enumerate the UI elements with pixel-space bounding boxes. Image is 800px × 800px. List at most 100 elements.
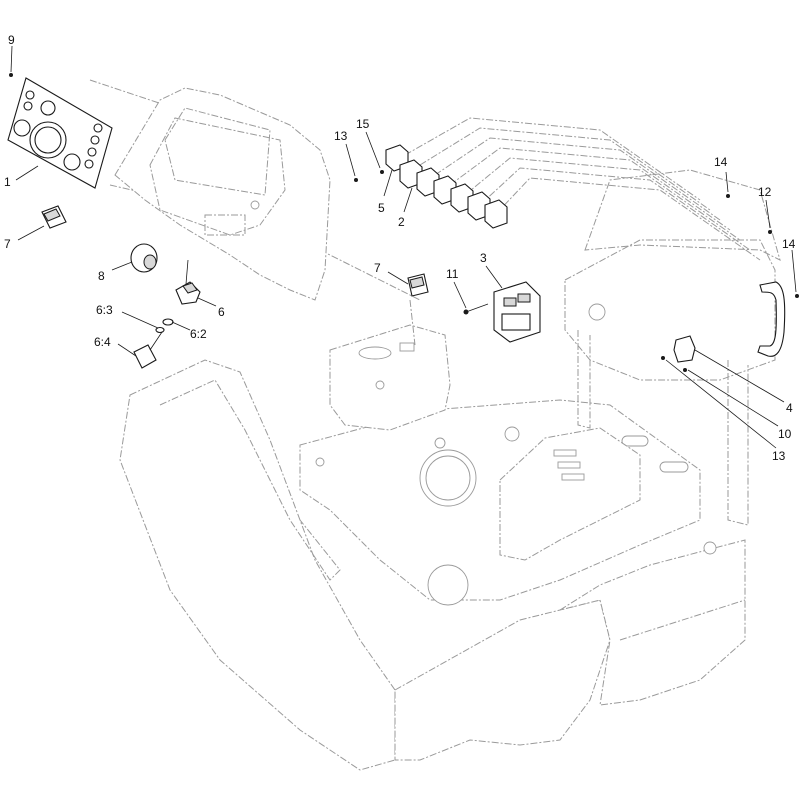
callout-10: 10 bbox=[778, 427, 792, 441]
deck-large-hole-inner bbox=[425, 455, 471, 501]
washer-6-2 bbox=[162, 318, 174, 326]
dash-mount-tab bbox=[204, 214, 246, 236]
controller-connector-b bbox=[517, 293, 531, 303]
lamp-6 bbox=[84, 159, 94, 169]
knob-cap bbox=[143, 254, 157, 270]
callout-11: 11 bbox=[446, 267, 459, 281]
left-upright bbox=[577, 330, 591, 429]
screw-13-right bbox=[661, 356, 665, 360]
callout-8: 8 bbox=[98, 269, 105, 283]
ignition-key bbox=[133, 331, 163, 369]
dash-shroud bbox=[114, 87, 331, 301]
callout-13-right: 13 bbox=[772, 449, 786, 463]
bracket-slot-a bbox=[553, 449, 577, 457]
callout-2: 2 bbox=[398, 215, 405, 229]
deck-slot-a bbox=[659, 461, 689, 473]
key-switch-stem bbox=[185, 259, 189, 285]
callout-14-right: 14 bbox=[782, 237, 796, 251]
center-pedestal bbox=[329, 324, 451, 431]
key-switch-top bbox=[182, 282, 198, 294]
grab-handle bbox=[757, 281, 786, 357]
leader-63 bbox=[121, 311, 159, 329]
rocker-switch-left bbox=[41, 205, 67, 229]
callout-15: 15 bbox=[356, 117, 370, 131]
bracket-slot-c bbox=[561, 473, 585, 481]
callout-6-4: 6:4 bbox=[94, 335, 111, 349]
callout-1: 1 bbox=[4, 175, 11, 189]
upper-rear-tray bbox=[584, 169, 781, 261]
gauge-large-inner bbox=[34, 126, 62, 154]
callout-7-center: 7 bbox=[374, 261, 381, 275]
harness-2 bbox=[419, 127, 711, 211]
callout-12: 12 bbox=[758, 185, 772, 199]
leader-7a bbox=[17, 225, 45, 241]
lamp-5 bbox=[87, 147, 97, 157]
leader-10 bbox=[687, 369, 779, 427]
harness-center bbox=[319, 249, 421, 346]
callout-6-3: 6:3 bbox=[96, 303, 113, 317]
leader-7b bbox=[387, 271, 409, 285]
gauge-top bbox=[40, 100, 56, 116]
frame-ghost bbox=[119, 169, 786, 771]
callout-13-top: 13 bbox=[334, 129, 348, 143]
leader-lines bbox=[10, 45, 797, 449]
controller-connector-a bbox=[503, 297, 517, 307]
relay-7 bbox=[484, 199, 508, 229]
relay-right-body bbox=[673, 335, 696, 363]
relay-bank bbox=[385, 144, 508, 229]
leader-13a bbox=[345, 143, 356, 177]
nut-10 bbox=[683, 368, 687, 372]
dash-housing bbox=[114, 87, 331, 301]
rocker-switch-center bbox=[407, 273, 429, 297]
leader-14a bbox=[725, 171, 729, 193]
callout-5: 5 bbox=[378, 201, 385, 215]
deck-hole-b bbox=[504, 426, 520, 442]
controller-label bbox=[501, 313, 531, 331]
ignition-key-head bbox=[133, 344, 157, 369]
screw-13-top bbox=[354, 178, 358, 182]
right-lower-lip bbox=[619, 599, 746, 641]
wiring-ghost bbox=[89, 79, 761, 346]
dash-hole bbox=[250, 200, 260, 210]
lamp-4 bbox=[90, 135, 100, 145]
screw-9 bbox=[9, 73, 13, 77]
leader-6 bbox=[197, 297, 217, 307]
instrument-panel bbox=[7, 77, 113, 189]
callout-labels: 9 1 7 8 6 6:3 6:2 6:4 13 15 5 2 7 11 3 1… bbox=[4, 33, 796, 463]
leader-62 bbox=[171, 321, 191, 331]
callout-9: 9 bbox=[8, 33, 15, 47]
leader-2 bbox=[403, 187, 413, 213]
deck-lower-hole bbox=[427, 564, 469, 606]
deck-hole-d bbox=[315, 457, 325, 467]
pedestal-bolt bbox=[375, 380, 385, 390]
screw-11-head bbox=[463, 309, 469, 315]
right-lower-panel bbox=[559, 539, 746, 706]
leader-9 bbox=[10, 45, 13, 73]
relay-right bbox=[673, 335, 696, 363]
harness-5 bbox=[464, 157, 741, 241]
rocker-switch-left-top bbox=[43, 208, 61, 222]
dash-screen bbox=[164, 107, 271, 196]
screw-14-right bbox=[795, 294, 799, 298]
screw-11-shank bbox=[465, 303, 489, 313]
pedestal-slot bbox=[399, 342, 415, 352]
gauge-left bbox=[13, 119, 31, 137]
center-bracket bbox=[499, 427, 641, 561]
lamp-2 bbox=[23, 101, 33, 111]
leader-15 bbox=[365, 131, 381, 169]
lamp-3 bbox=[93, 123, 103, 133]
leader-3 bbox=[485, 265, 503, 289]
harness-4 bbox=[449, 147, 731, 231]
callout-6-2: 6:2 bbox=[190, 327, 207, 341]
controller-module bbox=[493, 281, 541, 343]
leader-13b bbox=[665, 359, 777, 449]
knob bbox=[130, 243, 158, 273]
leader-64 bbox=[117, 343, 137, 357]
leader-4 bbox=[694, 349, 785, 403]
pedestal-hole bbox=[358, 346, 392, 360]
callout-3: 3 bbox=[480, 251, 487, 265]
gauge-right bbox=[63, 153, 81, 171]
callout-14-top: 14 bbox=[714, 155, 728, 169]
lamp-1 bbox=[25, 90, 35, 100]
front-lower-panel bbox=[394, 599, 611, 761]
